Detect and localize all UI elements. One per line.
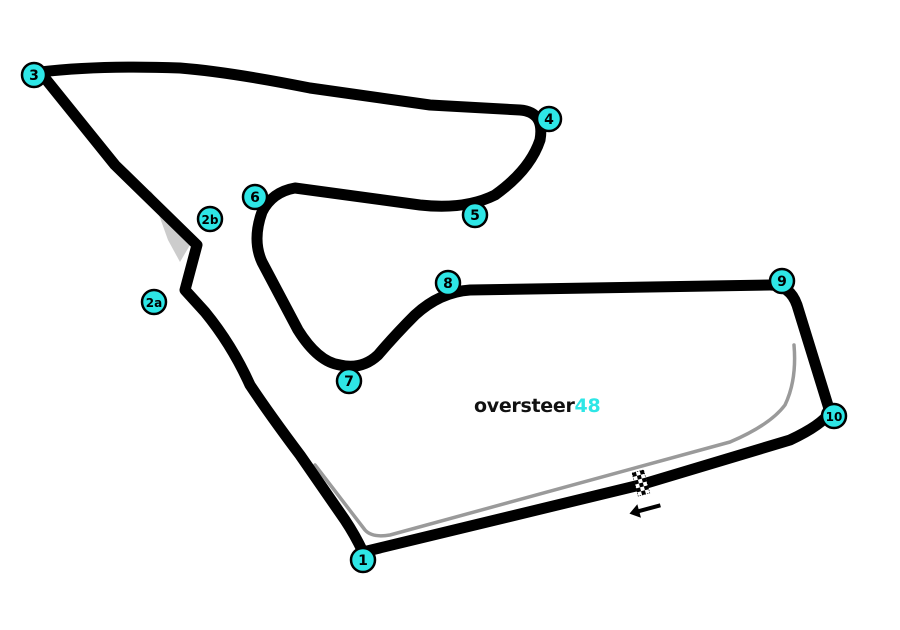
direction-arrow-icon xyxy=(629,503,661,518)
turn-marker-label: 5 xyxy=(470,208,480,224)
turn-marker-7: 7 xyxy=(335,367,363,395)
turn-marker-label: 3 xyxy=(29,68,39,84)
turn-marker-label: 2a xyxy=(146,296,162,310)
turn-marker-circle-icon xyxy=(535,105,563,133)
pit-lane xyxy=(313,343,797,538)
turn-marker-3: 3 xyxy=(20,61,48,89)
turn-marker-8: 8 xyxy=(434,269,462,297)
turn-marker-label: 9 xyxy=(777,274,787,290)
turn-marker-circle-icon xyxy=(434,269,462,297)
turn-marker-1: 1 xyxy=(349,546,377,574)
turn-marker-circle-icon xyxy=(461,201,489,229)
turn-marker-circle-icon xyxy=(820,402,848,430)
turn-marker-circle-icon xyxy=(768,267,796,295)
turn-marker-5: 5 xyxy=(461,201,489,229)
turn-marker-2b: 2b xyxy=(196,205,224,233)
turn-marker-4: 4 xyxy=(535,105,563,133)
turn-marker-label: 1 xyxy=(358,553,368,569)
turn-marker-label: 7 xyxy=(344,374,354,390)
turn-marker-label: 6 xyxy=(250,190,260,206)
turn-marker-6: 6 xyxy=(241,183,269,211)
turn-marker-label: 10 xyxy=(826,410,843,424)
brand-text-accent: 48 xyxy=(574,395,601,417)
turn-marker-10: 10 xyxy=(820,402,848,430)
turn-marker-circle-icon xyxy=(335,367,363,395)
brand-logo: oversteer48 xyxy=(474,395,601,417)
brand-text-main: oversteer xyxy=(474,395,575,417)
turn-marker-9: 9 xyxy=(768,267,796,295)
turn-marker-label: 2b xyxy=(202,213,219,227)
turn-marker-circle-icon xyxy=(196,205,224,233)
turn-marker-circle-icon xyxy=(140,288,168,316)
turn-marker-circle-icon xyxy=(241,183,269,211)
start-finish-flag-icon xyxy=(631,469,651,497)
turn-marker-2a: 2a xyxy=(140,288,168,316)
turn-marker-circle-icon xyxy=(349,546,377,574)
turn-marker-label: 4 xyxy=(544,112,554,128)
track-outline xyxy=(34,61,836,558)
turn-marker-label: 8 xyxy=(443,276,453,292)
turn-marker-circle-icon xyxy=(20,61,48,89)
